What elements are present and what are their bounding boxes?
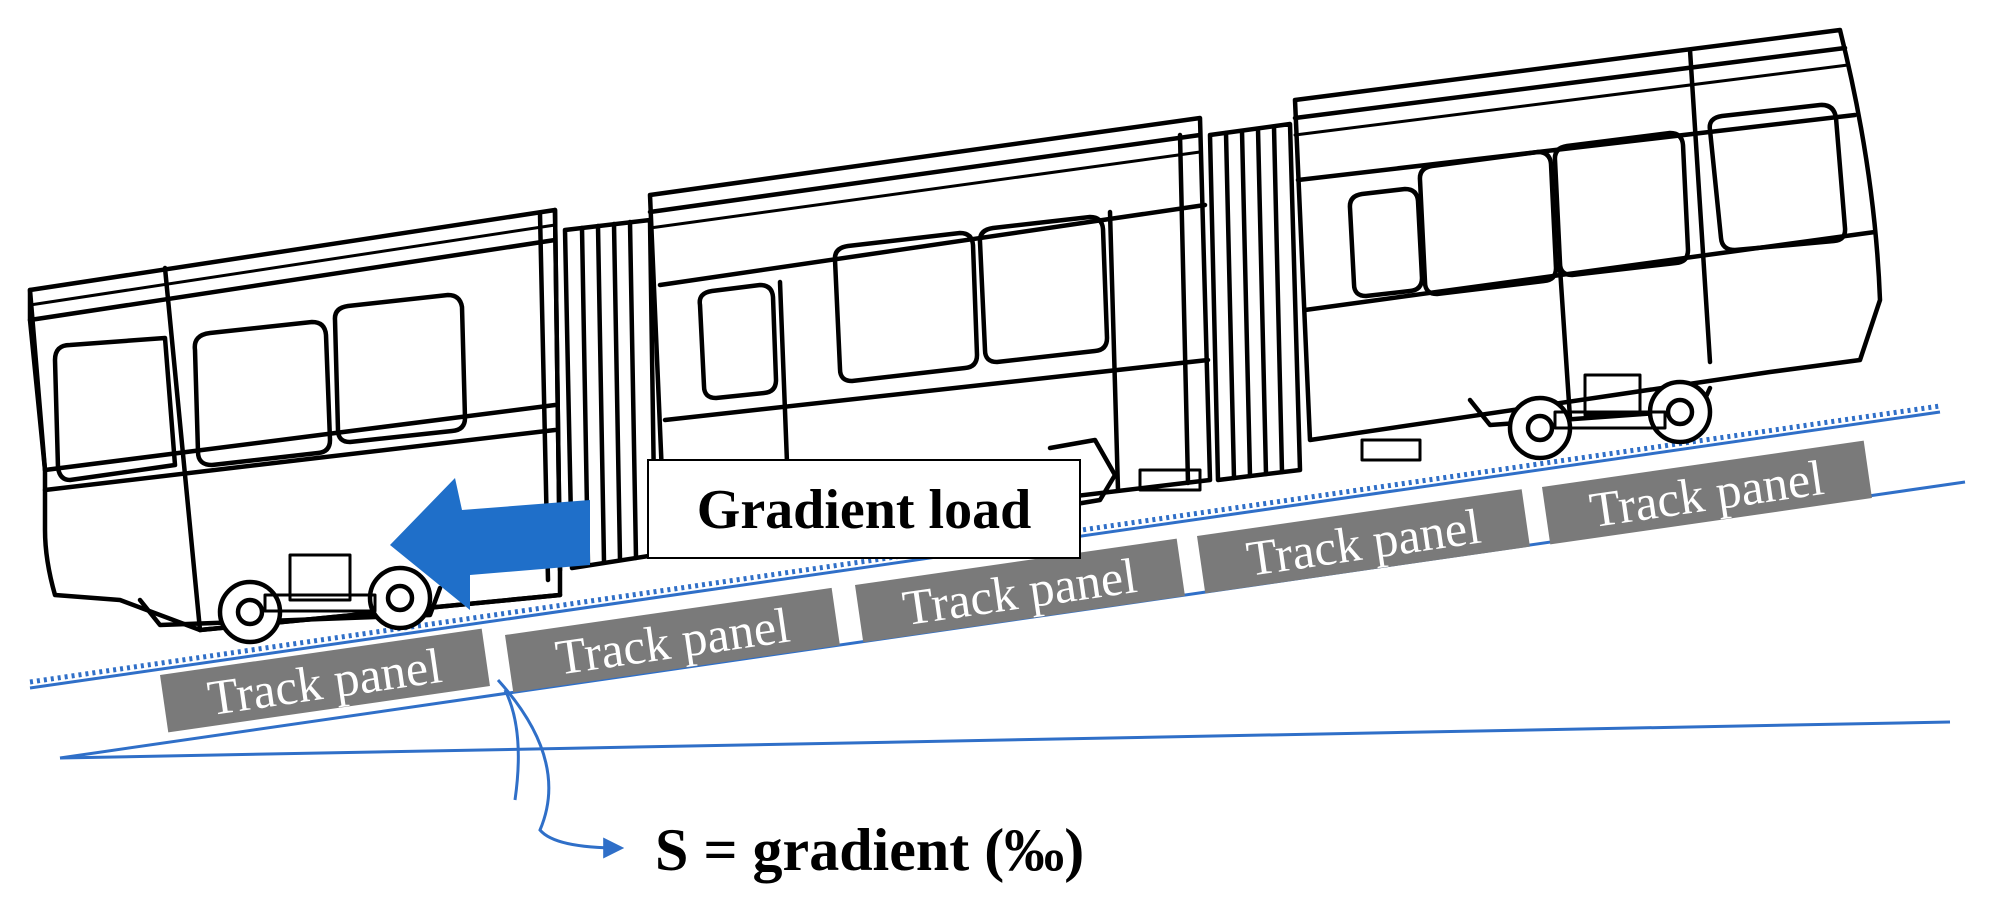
- tram-car-front: [1292, 27, 1883, 443]
- gradient-load-label: Gradient load: [697, 479, 1031, 541]
- track-panel-label: Track panel: [1243, 498, 1484, 587]
- angle-arc: [503, 689, 520, 801]
- track-panel: Track panel: [505, 587, 840, 693]
- tram-articulation-2: [1207, 121, 1303, 483]
- track-panel: Track panel: [1197, 489, 1530, 594]
- track-panel-label: Track panel: [552, 597, 793, 686]
- arrow-left-icon: [390, 478, 590, 610]
- gradient-load-callout: Gradient load: [647, 459, 1081, 559]
- horizontal-reference-line: [59, 720, 1951, 760]
- tram-car-middle: [647, 115, 1213, 548]
- tram-bogie-rear: [137, 553, 443, 645]
- gradient-formula-label: S = gradient (‰): [655, 817, 1084, 883]
- curved-arrow-icon: [496, 678, 625, 859]
- tram-bogie-front: [1467, 373, 1713, 461]
- tram-bogie-middle: [1047, 437, 1422, 508]
- track-panel-label: Track panel: [899, 547, 1140, 636]
- gradient-angle-indicator: [496, 678, 625, 859]
- track-panel-label: Track panel: [1586, 449, 1827, 538]
